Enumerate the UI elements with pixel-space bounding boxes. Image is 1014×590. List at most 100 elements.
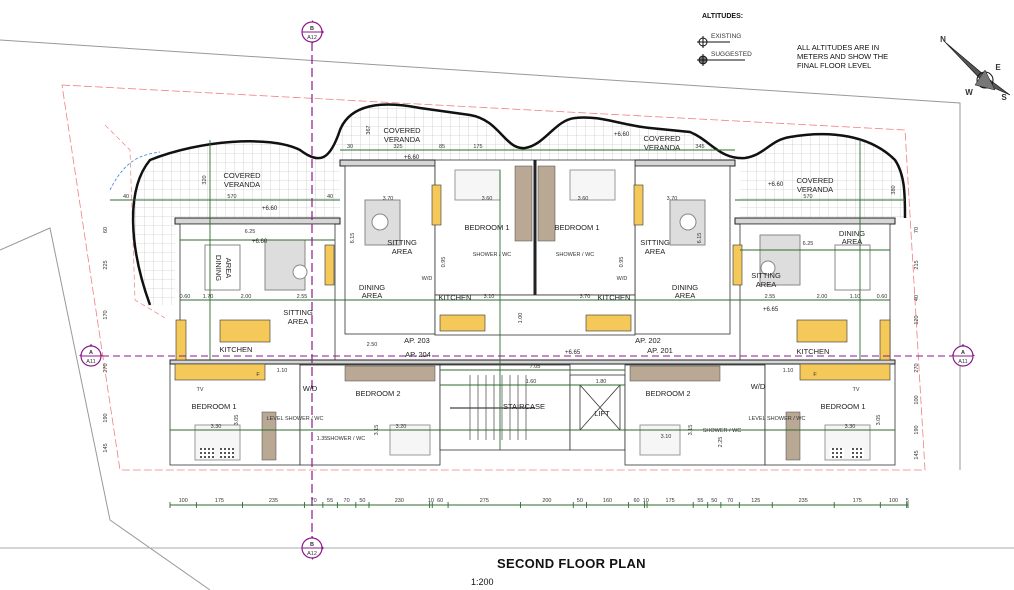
veranda-dimension: 175: [473, 144, 482, 150]
room-dimension: 3.70: [383, 196, 394, 202]
veranda-dimension: 85: [439, 144, 445, 150]
bottom-dimension-label: 100: [889, 498, 898, 504]
room-label: SHOWER / WC: [473, 252, 512, 258]
room-label: SITTING: [751, 271, 781, 280]
room-dimension: 2.00: [817, 294, 828, 300]
room-label: BEDROOM 1: [191, 402, 236, 411]
room-label: BEDROOM 2: [645, 389, 690, 398]
room-dimension: 3.60: [578, 196, 589, 202]
room-dimension: 1.80: [596, 379, 607, 385]
veranda-dimension: 40: [327, 194, 333, 200]
staircase-steps: [450, 375, 535, 440]
room-dimension: 3.70: [580, 294, 591, 300]
room-dimension: 3.60: [482, 196, 493, 202]
room-label: KITCHEN: [797, 347, 830, 356]
room-label: BEDROOM 1: [820, 402, 865, 411]
elevation-label: +6.60: [262, 206, 278, 212]
side-dimension: 100: [914, 395, 920, 404]
room-label: KITCHEN: [220, 345, 253, 354]
bottom-dimension-label: 160: [603, 498, 612, 504]
bottom-dimension-label: 55: [327, 498, 333, 504]
drawing-title: SECOND FLOOR PLAN: [497, 556, 646, 571]
room-label: SHOWER / WC: [327, 436, 366, 442]
tv-label: TV: [196, 387, 203, 393]
side-dimension: 190: [914, 425, 920, 434]
side-dimension: 215: [914, 260, 920, 269]
room-label: STAIRCASE: [503, 402, 545, 411]
room-label: SHOWER / WC: [703, 428, 742, 434]
bottom-dimension-label: 70: [311, 498, 317, 504]
side-dimension: 120: [914, 315, 920, 324]
room-dimension: 2.50: [367, 342, 378, 348]
room-label: AREA: [645, 247, 665, 256]
bottom-dimension-label: 50: [359, 498, 365, 504]
room-label: SITTING: [387, 238, 417, 247]
section-marker-b-top: B A12: [301, 20, 324, 44]
altitudes-legend-heading: ALTITUDES:: [702, 13, 744, 20]
compass-s: S: [1001, 93, 1007, 102]
room-dimension: 1.60: [526, 379, 537, 385]
north-arrow-icon: N E S W: [940, 35, 1011, 102]
section-marker-letter: B: [310, 542, 314, 548]
bottom-dimension-label: 55: [697, 498, 703, 504]
room-dimension: 2.55: [765, 294, 776, 300]
section-marker-a-left: A A11: [79, 344, 103, 367]
side-dimension: 70: [914, 227, 920, 233]
compass-n: N: [940, 35, 946, 44]
room-dimension: 1.70: [203, 294, 214, 300]
room-dimension: 2.25: [718, 437, 724, 448]
legend-existing-label: EXISTING: [711, 33, 742, 40]
bottom-dimension-label: 275: [480, 498, 489, 504]
bottom-dimension-label: 5: [906, 498, 909, 504]
room-label: BEDROOM 1: [554, 223, 599, 232]
veranda-dimension: 367: [366, 125, 372, 134]
bottom-dimension-label: 175: [666, 498, 675, 504]
room-label: AREA: [392, 247, 412, 256]
legend-suggested-label: SUGGESTED: [711, 51, 752, 58]
room-dimension: 1.10: [783, 368, 794, 374]
side-dimension: 145: [914, 450, 920, 459]
room-dimension: 0.60: [180, 294, 191, 300]
veranda-label: COVERED: [223, 171, 261, 180]
bottom-dimension-label: 50: [711, 498, 717, 504]
compass-w: W: [965, 88, 973, 97]
room-dimension: 6.25: [245, 229, 256, 235]
apartment-label: AP. 204: [405, 350, 431, 359]
side-dimension: 170: [103, 310, 109, 319]
veranda-dimension: 40: [123, 194, 129, 200]
veranda-label: VERANDA: [644, 143, 680, 152]
side-dimension: 225: [103, 260, 109, 269]
elevation-label: +6.65: [565, 350, 581, 356]
room-dimension: 3.10: [661, 434, 672, 440]
room-dimension: 3.30: [845, 424, 856, 430]
bottom-dimension-label: 175: [215, 498, 224, 504]
room-label: SITTING: [283, 308, 313, 317]
room-dimension: 2.00: [241, 294, 252, 300]
elevation-label: +6.60: [768, 182, 784, 188]
room-label: LEVEL SHOWER / WC: [267, 416, 324, 422]
room-label: LIFT: [594, 409, 610, 418]
room-label: W/D: [617, 276, 628, 282]
veranda-dimension: 320: [202, 175, 208, 184]
side-dimension: 190: [103, 413, 109, 422]
bottom-dimension-label: 100: [179, 498, 188, 504]
room-label: SITTING: [640, 238, 670, 247]
room-dimension: 0.60: [877, 294, 888, 300]
compass-e: E: [995, 63, 1001, 72]
room-label: AREA: [224, 258, 233, 278]
bottom-dimension-label: 125: [751, 498, 760, 504]
room-label: BEDROOM 1: [464, 223, 509, 232]
room-dimension: 7.05: [530, 364, 541, 370]
room-dimension: 3.05: [234, 415, 240, 426]
room-dimension: 3.15: [688, 425, 694, 436]
section-marker-letter: B: [310, 26, 314, 32]
veranda-dimension: 570: [227, 194, 236, 200]
elevation-label: +6.65: [763, 307, 779, 313]
room-dimension: 6.15: [350, 233, 356, 244]
room-dimension: 3.05: [876, 415, 882, 426]
veranda-label: COVERED: [383, 126, 421, 135]
veranda-label: VERANDA: [224, 180, 260, 189]
